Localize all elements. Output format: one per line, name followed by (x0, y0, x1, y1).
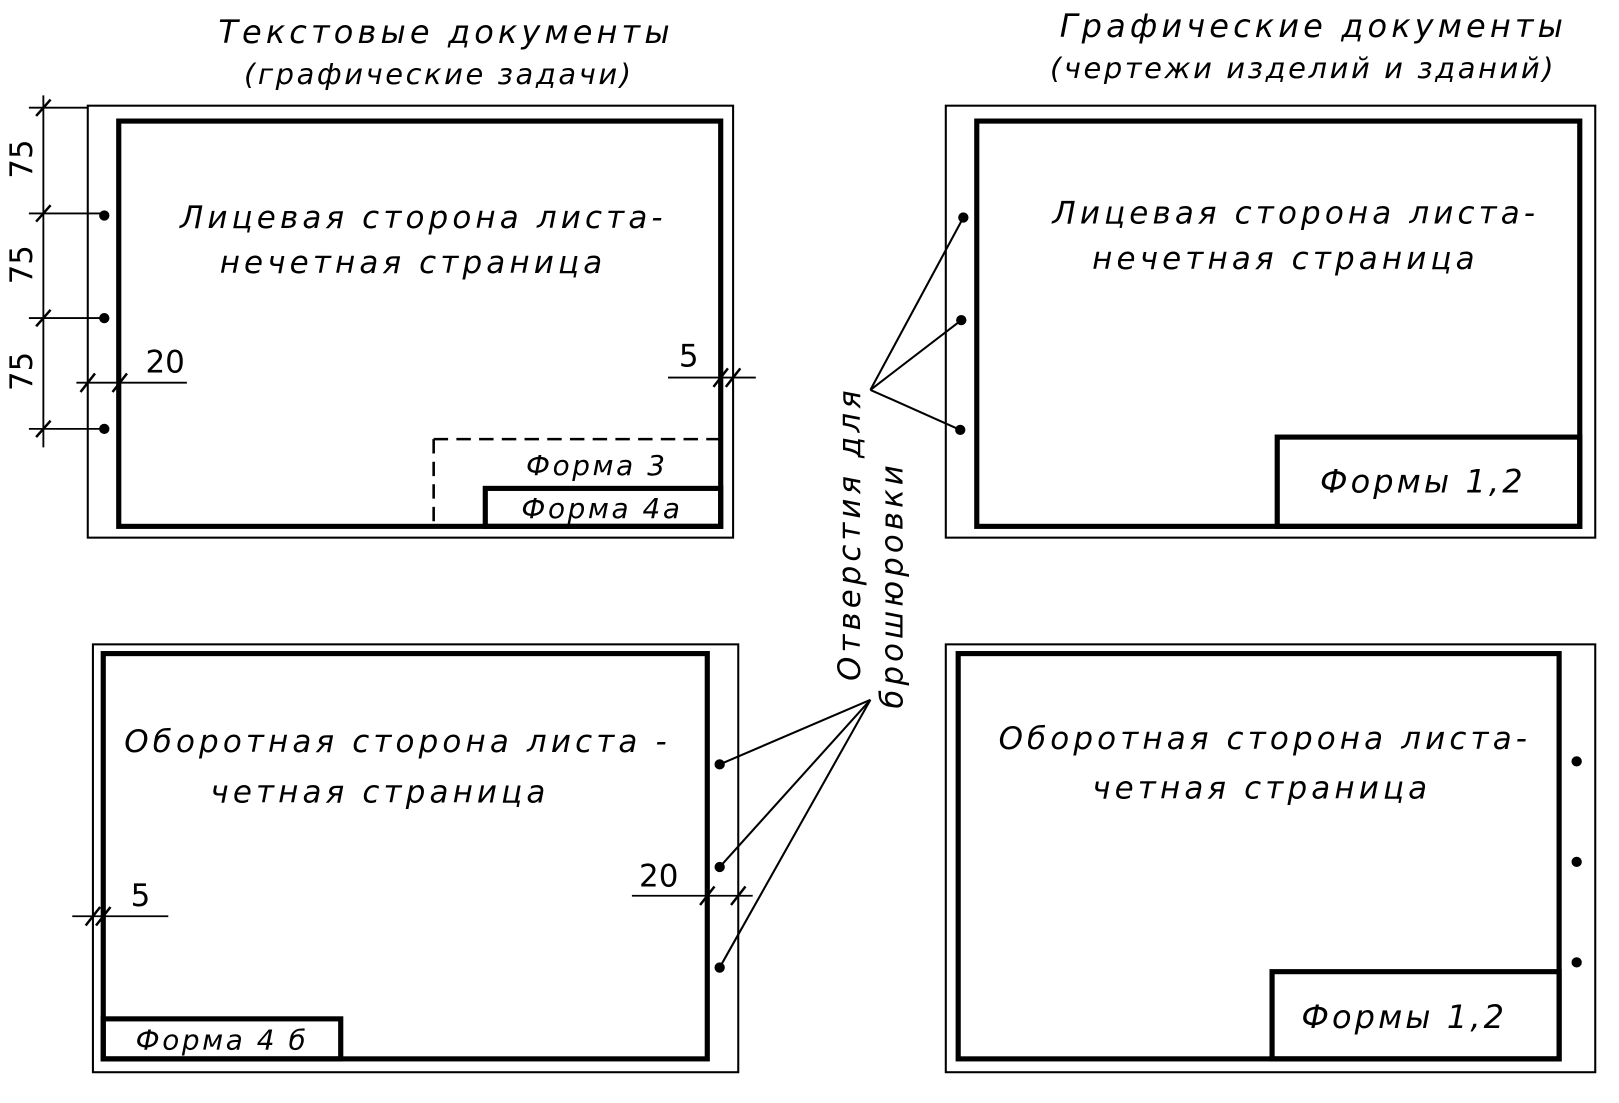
sheet-text-back: Оборотная сторона листа - четная страниц… (72, 643, 753, 1074)
callout-label-line1: Отверстия для (832, 386, 868, 681)
dimension-tick (35, 98, 52, 117)
drawing-frame (955, 651, 1562, 1062)
form4b-label: Форма 4 б (136, 1024, 309, 1057)
dimension-tick (730, 885, 747, 906)
sheet-outer-edge (944, 104, 1597, 539)
dimension-tick (84, 906, 102, 927)
right-margin-dimension: 5 (668, 338, 756, 388)
sheet-caption-line1: Лицевая сторона листа- (1051, 196, 1539, 232)
dimension-tick (35, 309, 52, 328)
title-block-box (1274, 434, 1583, 529)
form4a-label: Форма 4а (521, 492, 682, 525)
dimension-value: 5 (131, 878, 151, 914)
sheet-text-front: Лицевая сторона листа- нечетная страница… (4, 95, 756, 539)
dimension-tick (699, 885, 716, 906)
form4b-box (100, 1016, 344, 1062)
header-right-subtitle: (чертежи изделий и зданий) (1050, 51, 1556, 85)
sheet-caption-line1: Оборотная сторона листа- (999, 721, 1532, 757)
dimension-tick (35, 419, 52, 438)
dimension-tick (724, 367, 742, 388)
form3-label: Форма 3 (526, 449, 668, 482)
right-margin-dimension: 20 (631, 859, 753, 906)
leader-line (869, 217, 965, 391)
leader-line (718, 699, 872, 969)
dimension-tick (95, 906, 112, 927)
dimension-value: 75 (4, 139, 40, 178)
form4a-box (482, 485, 724, 529)
drawing-frame (100, 651, 710, 1062)
leader-line (869, 319, 962, 391)
dimension-value: 5 (679, 338, 699, 374)
dimension-tick (712, 367, 729, 388)
leader-line (719, 698, 871, 766)
sheet-caption-line2: четная страница (1092, 770, 1431, 806)
callout-label-line2: брошюровки (874, 461, 910, 708)
sheet-outer-edge (944, 643, 1597, 1074)
dimension-tick (111, 372, 128, 393)
drawing-frame (116, 118, 724, 529)
dimension-tick (79, 372, 96, 393)
left-margin-dimension: 5 (72, 878, 169, 927)
binding-hole (955, 424, 966, 436)
sheet-caption-line2: нечетная страница (1092, 241, 1479, 277)
sheet-caption-line2: четная страница (210, 774, 549, 810)
binding-holes-callout: Отверстия для брошюровки (718, 217, 965, 969)
header-right-title: Графические документы (1060, 7, 1567, 45)
leader-line (869, 388, 961, 431)
left-margin-dimension: 20 (76, 345, 187, 393)
title-block-box (1269, 969, 1562, 1062)
header-graphic-documents: Графические документы (чертежи изделий и… (1050, 7, 1567, 85)
binding-hole (99, 210, 110, 221)
binding-hole (99, 312, 110, 324)
sheet-graphic-front: Лицевая сторона листа- нечетная страница… (944, 104, 1597, 539)
binding-hole (1571, 756, 1582, 767)
sheet-outer-edge (86, 104, 735, 539)
dimension-value: 20 (146, 345, 185, 381)
binding-hole (1571, 957, 1582, 968)
dimension-value: 75 (4, 245, 40, 284)
sheet-caption-line2: нечетная страница (220, 245, 607, 281)
sheet-caption-line1: Оборотная сторона листа - (124, 724, 671, 760)
binding-hole (1571, 856, 1582, 868)
dimension-value: 75 (4, 352, 40, 391)
dimension-value: 20 (639, 859, 678, 895)
title-block-label: Формы 1,2 (1320, 463, 1526, 501)
header-left-subtitle: (графические задачи) (244, 57, 634, 91)
header-left-title: Текстовые документы (218, 13, 673, 51)
dimension-tick (35, 204, 52, 223)
sheet-outer-edge (91, 643, 740, 1074)
sheet-caption-line1: Лицевая сторона листа- (179, 200, 667, 236)
leader-line (718, 699, 872, 868)
sheet-graphic-back: Оборотная сторона листа- четная страница… (944, 643, 1597, 1074)
hole-spacing-dimension: 75 75 75 (4, 95, 104, 448)
title-block-label: Формы 1,2 (1301, 998, 1507, 1036)
header-text-documents: Текстовые документы (графические задачи) (218, 13, 673, 91)
binding-hole (99, 423, 110, 435)
